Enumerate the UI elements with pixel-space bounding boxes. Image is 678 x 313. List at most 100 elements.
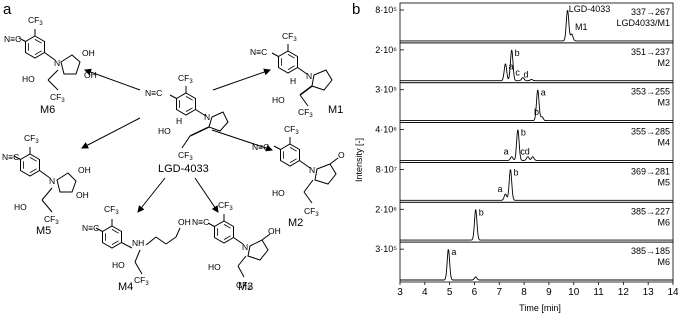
atom-cf3: CF3 — [24, 133, 39, 145]
x-tick-label: 13 — [643, 287, 655, 298]
x-tick-label: 9 — [546, 287, 552, 298]
trace-line — [400, 169, 673, 201]
peak-label: b — [534, 107, 539, 117]
atom-n: N — [204, 112, 210, 122]
peak-label: d — [524, 69, 529, 79]
atom-ho: HO — [22, 74, 35, 84]
peak-label: a — [497, 184, 502, 194]
atom-n: N — [242, 242, 248, 252]
m3-structure: N≡C CF3 N OH HO CF3 M3 — [192, 200, 281, 293]
x-tick-label: 5 — [447, 287, 453, 298]
atom-n: N — [309, 165, 315, 175]
trace-line — [400, 89, 673, 122]
atom-ho: HO — [272, 188, 285, 198]
peak-label: b — [515, 48, 520, 58]
x-tick-label: 10 — [568, 287, 580, 298]
peak-label: a — [541, 88, 546, 98]
atom-cf3: CF3 — [50, 92, 65, 104]
trace-frame — [399, 241, 674, 283]
atom-cf3: CF3 — [28, 15, 43, 27]
trace-line — [400, 209, 673, 241]
atom-nc: N≡C — [250, 47, 267, 57]
panel-a-letter: a — [3, 1, 12, 18]
atom-n: N — [54, 58, 60, 68]
atom-cf3: CF3 — [298, 107, 313, 119]
m2-structure: N≡C CF3 N O HO CF3 M2 — [252, 124, 345, 229]
peak-annotation: LGD-4033 — [569, 4, 611, 14]
atom-ho: HO — [14, 202, 27, 212]
x-tick-label: 3 — [397, 287, 403, 298]
lgd4033-structure: N≡C CF3 N H HO CF3 LGD-4033 — [145, 73, 229, 175]
peak-label: c — [520, 147, 525, 157]
x-axis-label: Time [min] — [519, 303, 561, 313]
atom-cf3: CF3 — [134, 275, 149, 287]
trace-ymax-label: 4·10⁶ — [375, 125, 397, 135]
atom-nc: N≡C — [4, 34, 21, 44]
atom-cf3-2: CF3 — [178, 150, 193, 162]
atom-cf3: CF3 — [104, 204, 119, 216]
m6-label: M6 — [40, 104, 55, 116]
trace-compound: M5 — [657, 177, 670, 187]
m5-structure: N≡C CF3 N OH OH HO CF3 M5 — [2, 133, 91, 237]
atom-ho: HO — [208, 262, 221, 272]
x-tick-label: 7 — [496, 287, 502, 298]
m3-label: M3 — [238, 281, 253, 293]
reaction-arrows — [81, 68, 273, 213]
peak-label: c — [515, 68, 520, 78]
atom-oh: OH — [178, 217, 191, 227]
trace-ymax-label: 8·10⁷ — [376, 164, 397, 174]
x-tick-label: 8 — [521, 287, 527, 298]
atom-cf3: CF3 — [304, 206, 319, 218]
atom-ho: HO — [272, 95, 285, 105]
trace-compound: M2 — [657, 58, 670, 68]
atom-nc: N≡C — [145, 88, 162, 98]
peak-label: a — [451, 247, 456, 257]
trace-ymax-label: 3·10⁵ — [375, 244, 397, 254]
atom-ho: HO — [158, 126, 171, 136]
atom-cf3: CF3 — [178, 73, 193, 85]
atom-o: O — [338, 150, 345, 160]
x-tick-label: 6 — [472, 287, 478, 298]
peak-label: b — [479, 207, 484, 217]
atom-cf3: CF3 — [284, 124, 299, 136]
lgd4033-label: LGD-4033 — [158, 163, 209, 175]
peak-label: b — [513, 167, 518, 177]
m6-structure: N≡C CF3 N OH OH HO CF3 M6 — [4, 15, 97, 116]
trace-transition: 355→285 — [631, 127, 670, 137]
atom-cf3: CF3 — [282, 31, 297, 43]
m5-label: M5 — [36, 225, 51, 237]
trace-transition: 385→185 — [631, 246, 670, 256]
trace-ymax-label: 8·10⁵ — [375, 5, 397, 15]
m1-structure: N≡C CF3 N H HO CF3 M1 — [250, 31, 343, 119]
atom-cf3: CF3 — [218, 200, 233, 212]
atom-nh: NH — [132, 238, 144, 248]
trace-transition: 351→237 — [631, 47, 670, 57]
trace-ymax-label: 2·10⁶ — [375, 204, 397, 214]
atom-oh: OH — [82, 48, 95, 58]
atom-n: N — [306, 71, 312, 81]
trace-transition: 369→281 — [631, 166, 670, 176]
trace-compound: M4 — [657, 138, 670, 148]
trace-transition: 337→267 — [631, 7, 670, 17]
trace-line — [400, 249, 673, 281]
m4-structure: N≡C CF3 NH OH HO CF3 M4 — [82, 204, 191, 293]
atom-oh: OH — [84, 70, 97, 80]
trace-line — [400, 10, 673, 42]
atom-oh: OH — [76, 190, 89, 200]
trace-compound: M3 — [657, 98, 670, 108]
atom-nc: N≡C — [82, 223, 99, 233]
m1-label: M1 — [328, 104, 343, 116]
y-axis-label: Intensity [-] — [354, 138, 364, 182]
x-tick-label: 11 — [593, 287, 604, 298]
x-tick-label: 12 — [618, 287, 630, 298]
atom-h: H — [290, 76, 296, 86]
trace-ymax-label: 2·10⁶ — [375, 45, 397, 55]
peak-label: a — [504, 147, 509, 157]
trace-line — [400, 129, 673, 161]
peak-label: d — [525, 147, 530, 157]
m4-label: M4 — [118, 281, 133, 293]
atom-h: H — [176, 116, 182, 126]
peak-label: b — [521, 128, 526, 138]
